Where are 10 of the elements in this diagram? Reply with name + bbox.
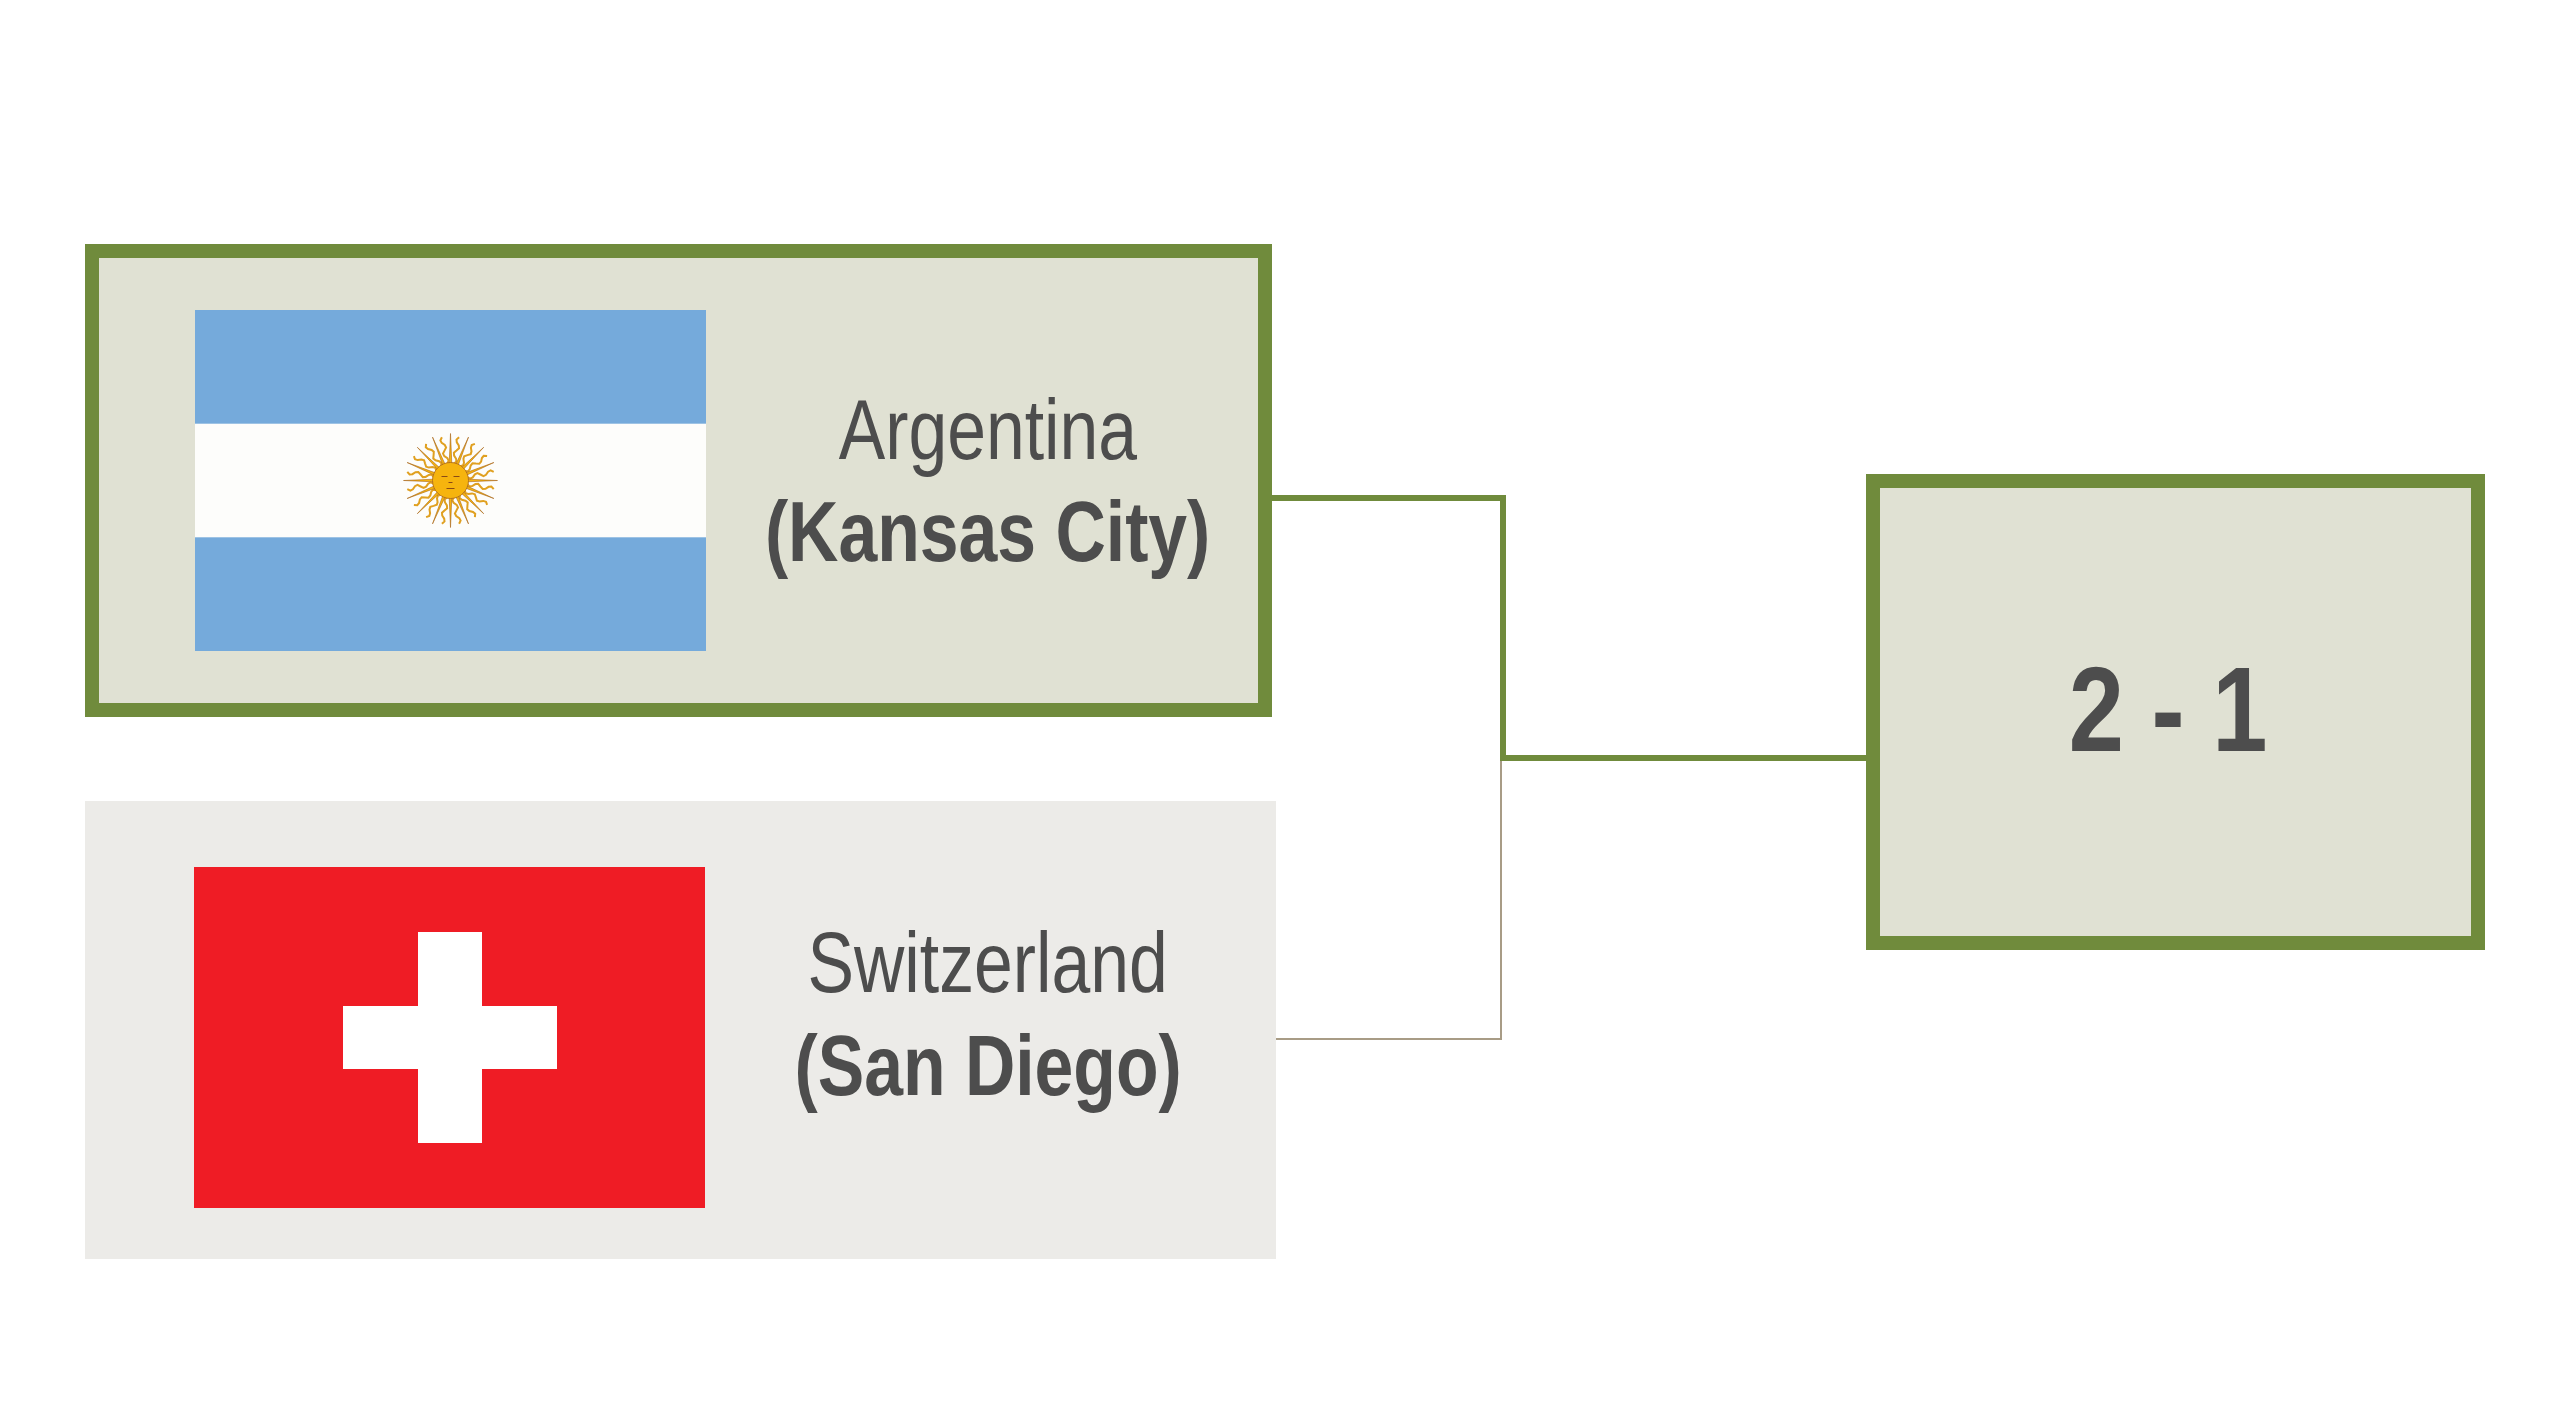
connector-line [1272,495,1506,758]
team-name: Argentina [838,380,1138,479]
host-city: (Kansas City) [765,482,1211,581]
connector-line [1500,755,1866,761]
score-box [1866,474,2485,950]
match-score: 2 - 1 [2068,639,2268,779]
team-box [85,801,1276,1259]
host-city: (San Diego) [794,1016,1182,1115]
team-box [85,244,1272,717]
team-name: Switzerland [807,913,1169,1012]
